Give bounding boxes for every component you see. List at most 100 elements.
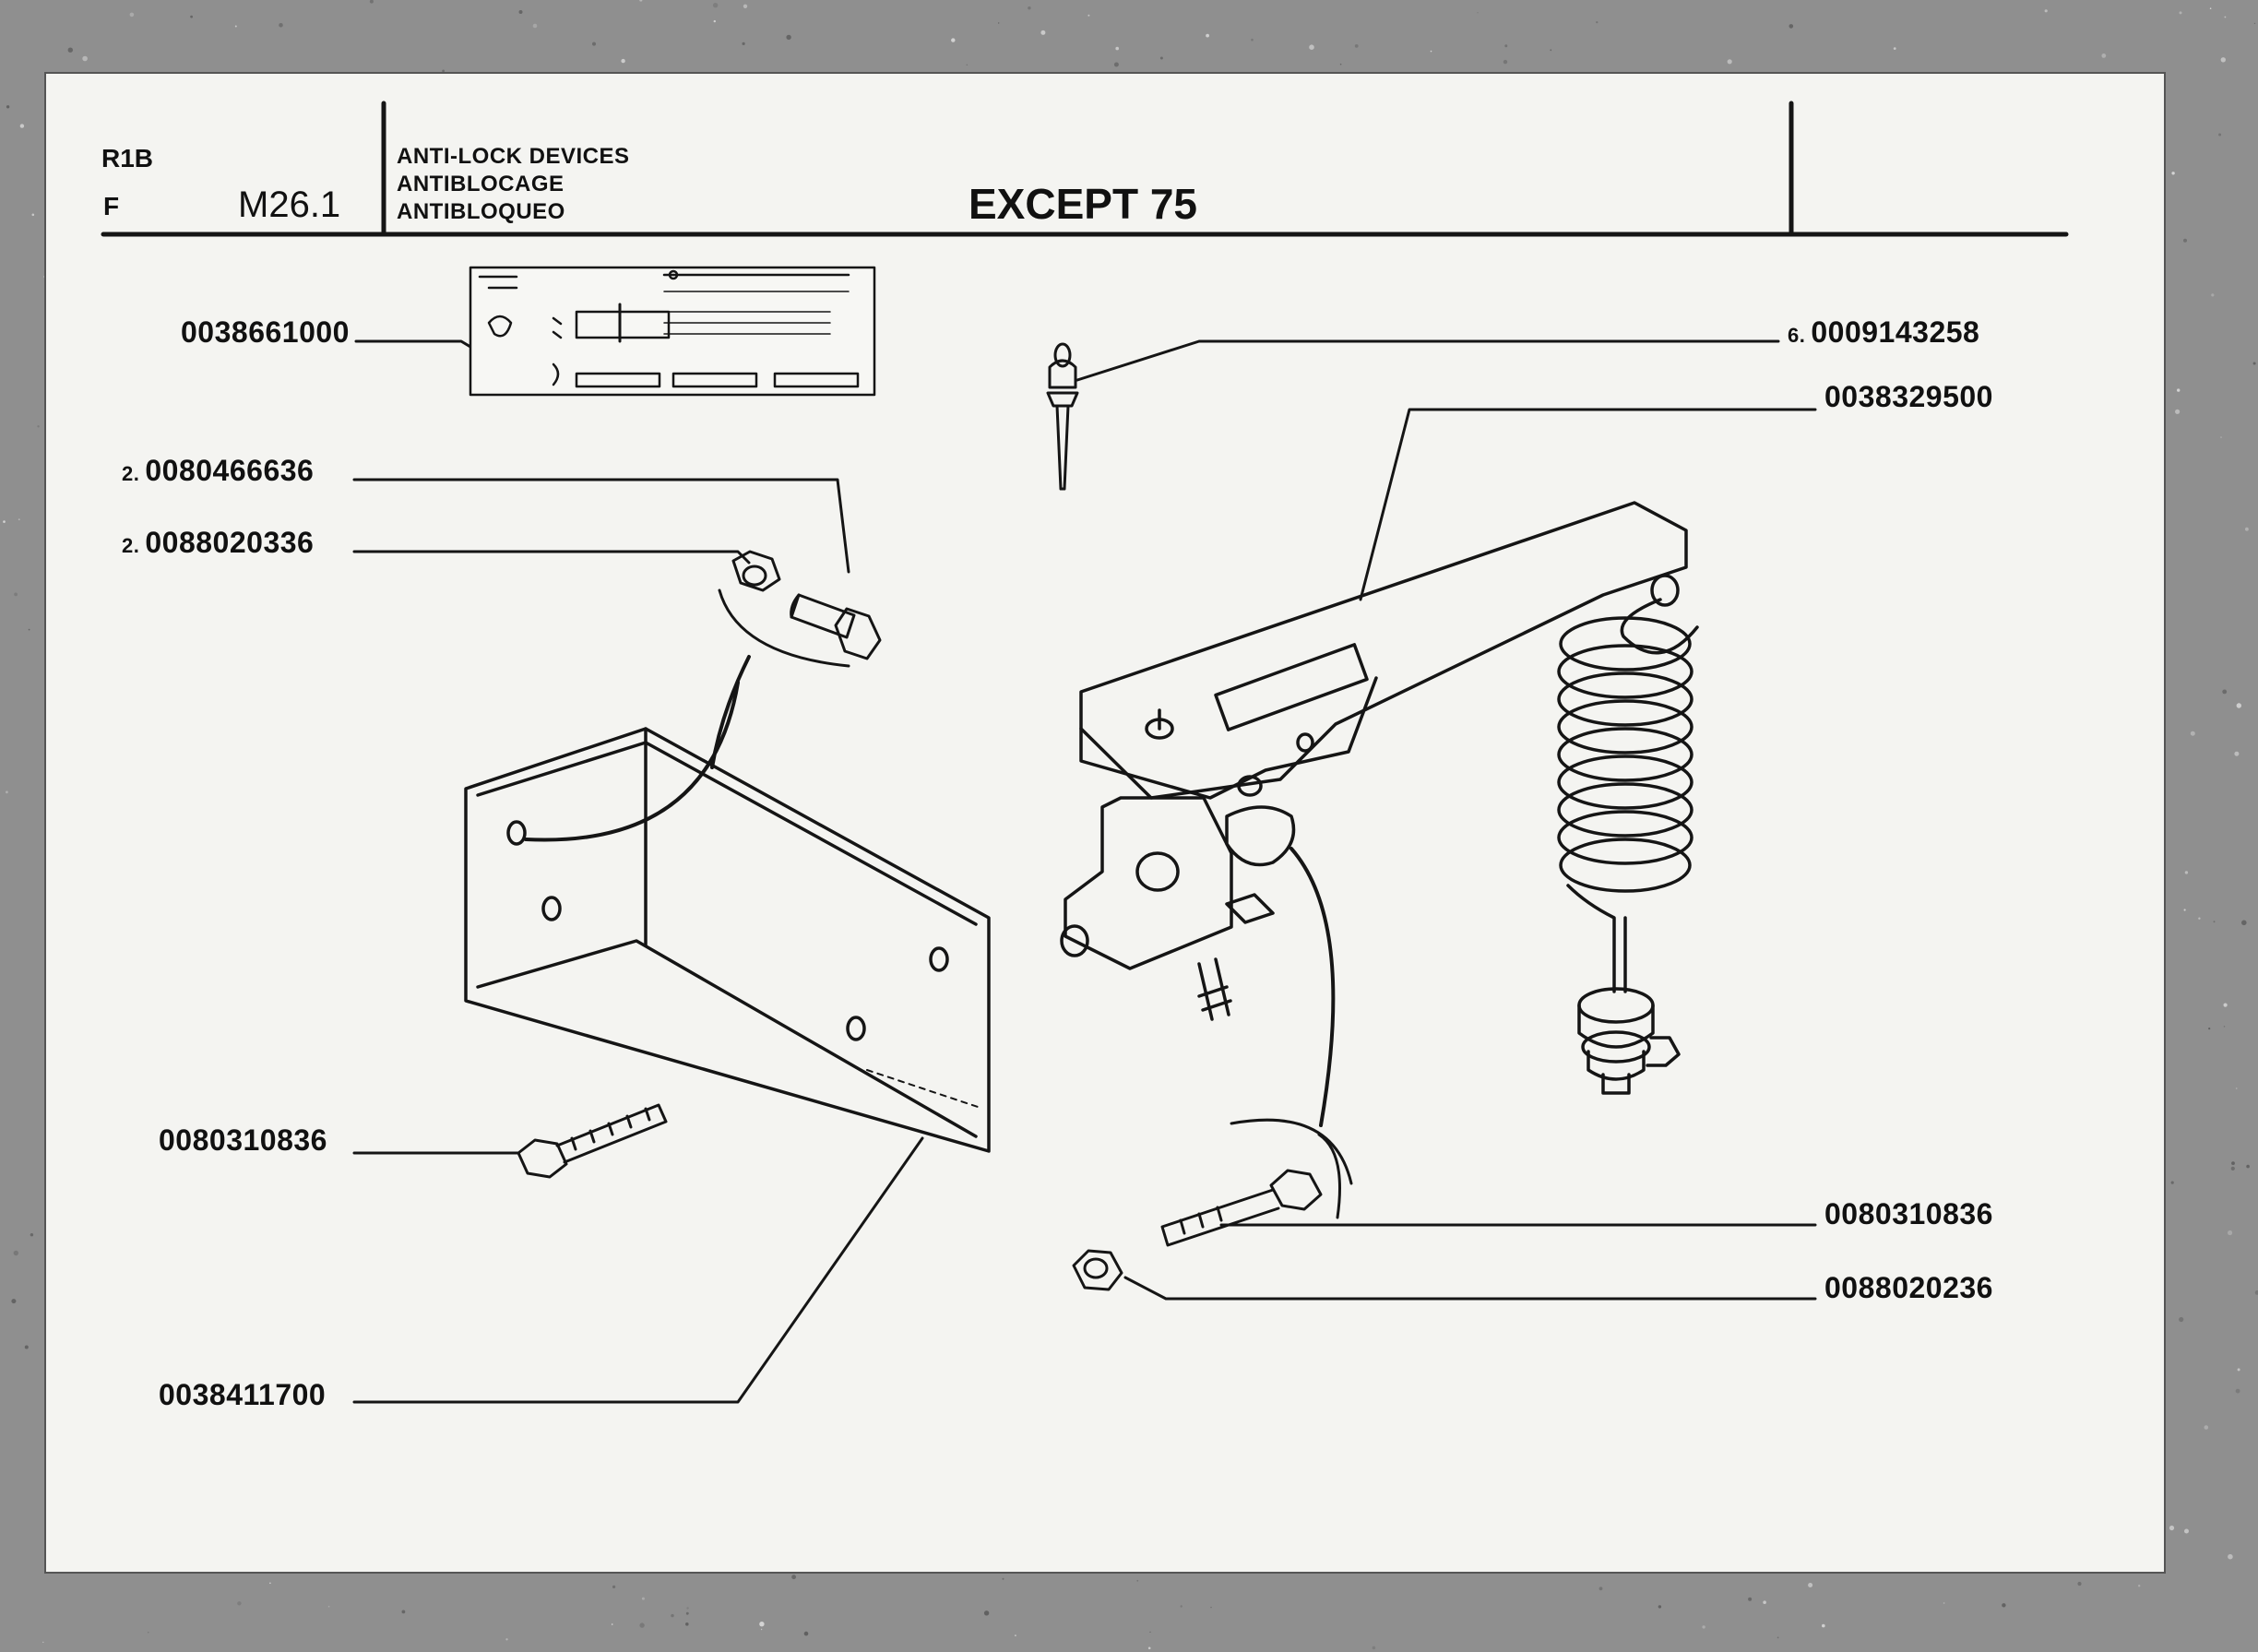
speckle [30, 1233, 34, 1237]
speckle [2246, 1164, 2250, 1169]
speckle [1822, 1623, 1825, 1628]
speckle [2179, 1316, 2184, 1323]
speckle [2220, 57, 2226, 63]
speckle [190, 15, 194, 18]
speckle [442, 69, 445, 73]
title-english: ANTI-LOCK DEVICES [397, 144, 630, 169]
part-label: 0088020236 [1819, 1273, 1993, 1302]
speckle [14, 592, 18, 597]
speckle [31, 213, 35, 217]
speckle [1943, 1602, 1945, 1604]
speckle [2184, 871, 2189, 874]
speckle [611, 1623, 613, 1625]
catalog-sheet [44, 72, 2166, 1574]
speckle [2183, 238, 2187, 243]
speckle [2224, 16, 2227, 18]
speckle [505, 1638, 508, 1641]
speckle [2254, 1290, 2258, 1295]
speckle [592, 42, 596, 46]
rivet [1046, 342, 1079, 491]
speckle [639, 1622, 645, 1628]
speckle [2208, 1028, 2211, 1030]
model-code: R1B [101, 144, 154, 172]
speckle [2184, 1528, 2189, 1534]
bolt-and-nut-upper [710, 550, 882, 769]
speckle [82, 55, 88, 62]
speckle [759, 1622, 765, 1627]
speckle [148, 1632, 149, 1634]
speckle [1015, 1634, 1016, 1636]
speckle [1550, 49, 1552, 52]
speckle [24, 1345, 29, 1349]
speckle [2169, 1525, 2175, 1531]
speckle [2213, 921, 2216, 923]
speckle [742, 42, 745, 46]
speckle [2241, 920, 2247, 926]
part-number: 0009143258 [1811, 315, 1980, 349]
speckle [1748, 1597, 1753, 1601]
speckle [67, 47, 74, 53]
speckle [2235, 1087, 2238, 1089]
part-label: 0038661000 [175, 317, 350, 347]
speckle [6, 790, 8, 794]
speckle [1180, 1605, 1182, 1608]
speckle [1113, 62, 1119, 67]
speckle [2220, 436, 2222, 438]
speckle [2179, 11, 2182, 15]
speckle [1147, 1646, 1151, 1650]
part-number: 0038411700 [159, 1378, 327, 1411]
speckle [19, 124, 25, 128]
speckle [1504, 44, 1508, 48]
speckle [1808, 1583, 1813, 1587]
speckle [2222, 689, 2228, 695]
speckle [1002, 1577, 1004, 1580]
speckle [2190, 731, 2195, 736]
speckle [1251, 38, 1254, 42]
speckle [2171, 172, 2175, 175]
part-number: 0088020336 [145, 526, 315, 559]
speckle [3, 520, 6, 523]
title-french: ANTIBLOCAGE [397, 172, 564, 196]
speckle [743, 4, 748, 8]
speckle [327, 1605, 330, 1608]
speckle [1210, 1606, 1212, 1609]
part-label: 0038411700 [153, 1380, 326, 1409]
speckle [2138, 1585, 2141, 1587]
speckle [2237, 1368, 2240, 1372]
speckle [2231, 1161, 2235, 1165]
speckle [1309, 44, 1314, 50]
speckle [369, 0, 374, 4]
header-rules [101, 101, 2069, 237]
applicability-note: EXCEPT 75 [969, 180, 1197, 228]
section-code: M26.1 [238, 184, 341, 225]
speckle [639, 0, 643, 2]
speckle [1159, 56, 1163, 60]
speckle [2198, 917, 2201, 920]
part-label: 2.0088020336 [122, 528, 314, 557]
speckle [18, 518, 20, 521]
speckle [1339, 63, 1342, 65]
speckle [621, 58, 625, 64]
speckle [2230, 1166, 2235, 1171]
part-label: 0080310836 [153, 1125, 327, 1155]
leader-0088020236 [1123, 1276, 1817, 1301]
speckle [42, 1641, 44, 1644]
speckle [1115, 46, 1119, 51]
speckle [951, 38, 956, 42]
speckle [37, 425, 40, 428]
speckle [1206, 33, 1209, 38]
speckle [2183, 909, 2186, 911]
speckle [1789, 24, 1794, 29]
speckle [686, 1607, 689, 1610]
speckle [2175, 409, 2181, 414]
speckle [1727, 59, 1732, 65]
speckle [612, 1585, 616, 1588]
load-sensing-valve [1060, 501, 1699, 1127]
speckle [1136, 1579, 1139, 1582]
speckle [2228, 1553, 2233, 1560]
speckle [279, 23, 283, 28]
speckle [1087, 14, 1090, 17]
speckle [129, 12, 135, 18]
speckle [269, 1582, 271, 1585]
speckle [2044, 9, 2048, 13]
